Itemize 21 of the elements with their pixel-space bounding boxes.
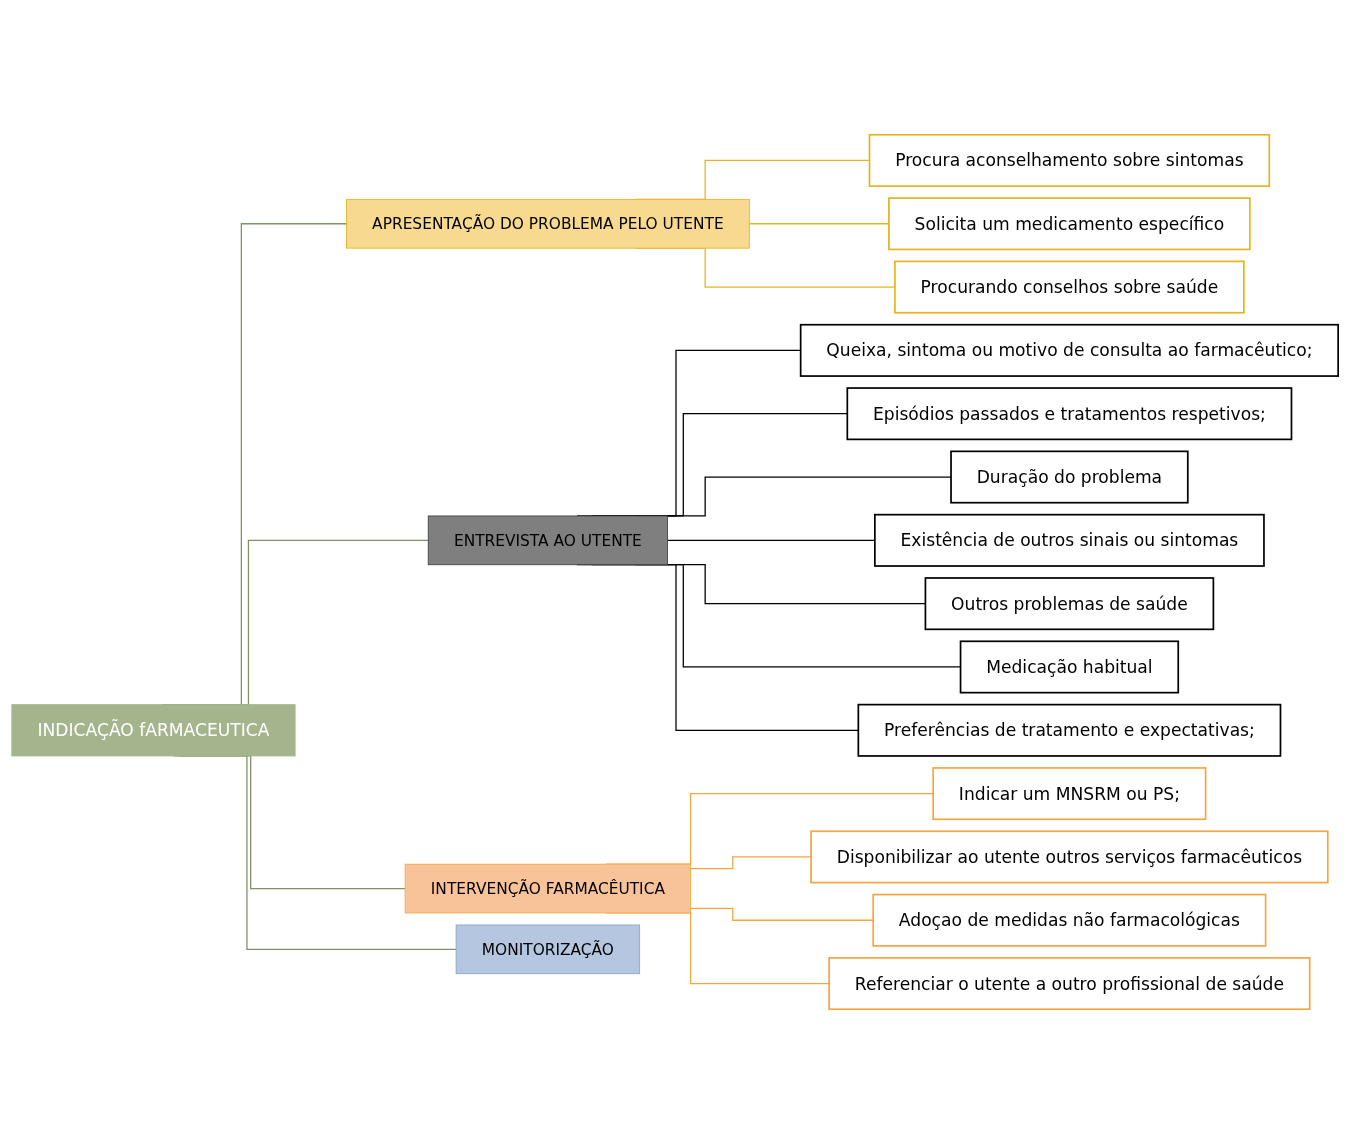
node-box: Adoçao de medidas não farmacológicas <box>872 893 1267 947</box>
node-box: Medicação habitual <box>959 640 1180 694</box>
node-box: Preferências de tratamento e expectativas; <box>857 703 1282 757</box>
node-box: INTERVENÇÃO FARMACÊUTICA <box>404 863 692 914</box>
connector <box>689 907 874 921</box>
node-box: Solicita um medicamento específico <box>888 197 1251 251</box>
node-box: Queixa, sintoma ou motivo de consulta ao farmacêutico; <box>799 323 1339 377</box>
node-box: Indicar um MNSRM ou PS; <box>932 767 1207 821</box>
connector <box>689 856 812 870</box>
node-box: Existência de outros sinais ou sintomas <box>874 513 1265 567</box>
node-box: Procurando conselhos sobre saúde <box>894 260 1245 314</box>
node-box: Duração do problema <box>950 450 1189 504</box>
node-box: Episódios passados e tratamentos respetivos; <box>846 387 1293 441</box>
node-box: MONITORIZAÇÃO <box>455 924 641 975</box>
node-box: Disponibilizar ao utente outros serviços farmacêuticos <box>810 830 1329 884</box>
node-box: Outros problemas de saúde <box>924 577 1215 631</box>
node-box: INDICAÇÃO fARMACEUTICA <box>11 704 296 757</box>
node-box: Procura aconselhamento sobre sintomas <box>868 133 1271 187</box>
node-box: ENTREVISTA AO UTENTE <box>427 515 668 566</box>
node-box: Referenciar o utente a outro profissional de saúde <box>828 957 1311 1011</box>
node-box: APRESENTAÇÃO DO PROBLEMA PELO UTENTE <box>346 198 750 249</box>
